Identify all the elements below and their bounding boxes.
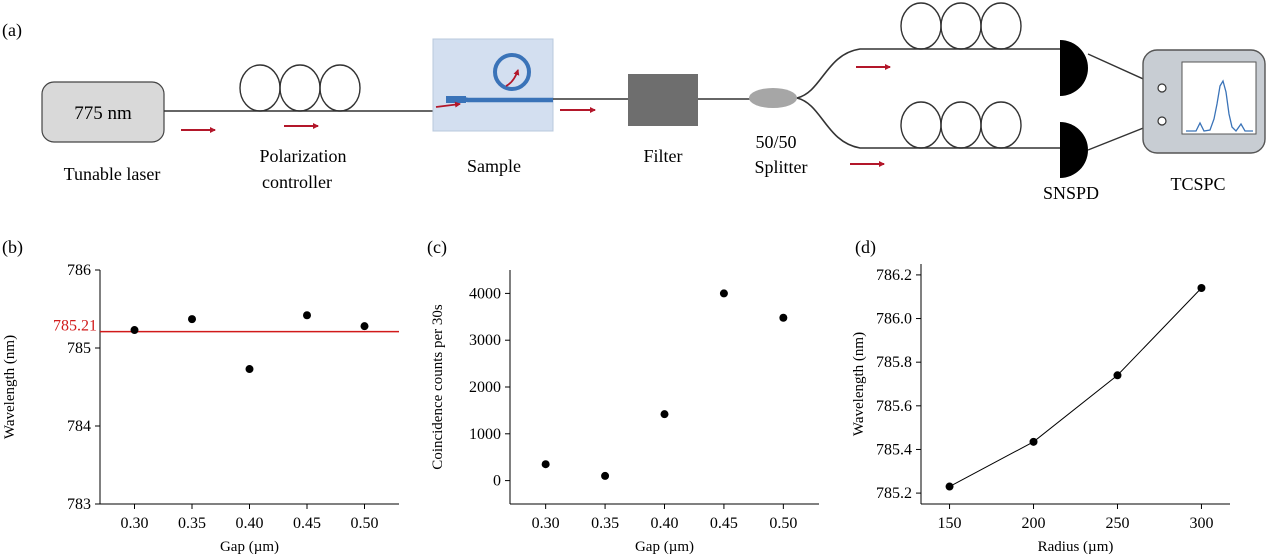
label-splitter: Splitter xyxy=(755,157,808,177)
x-tick-label: 0.50 xyxy=(769,515,797,532)
data-point xyxy=(360,322,369,331)
y-tick-label: 785.2 xyxy=(876,485,912,502)
y-tick-label: 785.6 xyxy=(876,398,912,415)
splitter-icon xyxy=(749,88,797,108)
x-tick-label: 0.35 xyxy=(591,515,619,532)
y-tick-label: 1000 xyxy=(469,426,501,443)
x-tick-label: 300 xyxy=(1189,515,1213,532)
x-tick-label: 0.50 xyxy=(351,515,379,532)
y-tick-label: 2000 xyxy=(469,379,501,396)
x-tick-label: 0.30 xyxy=(121,515,149,532)
fiber-lower-arm xyxy=(796,97,1060,149)
data-point xyxy=(1113,371,1122,380)
label-tunable-laser: Tunable laser xyxy=(64,164,161,184)
y-tick-label: 4000 xyxy=(469,285,501,302)
y-axis-label: Coincidence counts per 30s xyxy=(430,304,446,470)
label-controller: controller xyxy=(262,172,332,192)
x-tick-label: 0.40 xyxy=(651,515,679,532)
setup-diagram: (a) 775 nm xyxy=(2,2,1266,203)
tcspc-trace xyxy=(1186,79,1253,133)
snspd-detector-lower xyxy=(1060,122,1088,178)
fiber-upper-arm xyxy=(796,48,1060,99)
x-tick-label: 0.45 xyxy=(710,515,738,532)
data-point xyxy=(945,482,954,491)
y-tick-label: 786.0 xyxy=(876,311,912,328)
y-tick-label: 786 xyxy=(67,262,91,279)
panel-label: (b) xyxy=(2,237,23,258)
coupler-taper xyxy=(446,96,466,103)
reference-line-label: 785.21 xyxy=(53,318,97,335)
x-tick-label: 0.30 xyxy=(532,515,560,532)
series-line xyxy=(949,287,1202,487)
input-arrow xyxy=(435,101,461,108)
y-tick-label: 3000 xyxy=(469,332,501,349)
tcspc-port-lower xyxy=(1157,116,1167,126)
y-tick-label: 785.8 xyxy=(876,354,912,371)
y-tick-label: 785.4 xyxy=(876,441,912,458)
data-point xyxy=(779,313,788,322)
snspd-detector-upper xyxy=(1060,40,1088,96)
data-point xyxy=(245,365,254,374)
x-axis-label: Gap (µm) xyxy=(635,539,694,555)
label-sample: Sample xyxy=(467,156,521,176)
laser-box xyxy=(41,81,165,143)
data-point xyxy=(541,460,550,469)
y-axis-label: Wavelength (nm) xyxy=(2,335,18,439)
data-point xyxy=(660,410,669,419)
laser-wavelength-label: 775 nm xyxy=(74,103,132,124)
data-point xyxy=(188,315,196,324)
x-tick-label: 150 xyxy=(938,515,962,532)
label-snspd: SNSPD xyxy=(1043,183,1099,203)
x-tick-label: 0.35 xyxy=(178,515,206,532)
x-tick-label: 200 xyxy=(1022,515,1046,532)
y-tick-label: 0 xyxy=(493,473,501,490)
panel-label-a: (a) xyxy=(2,20,22,41)
label-50-50: 50/50 xyxy=(755,132,796,152)
tcspc-port-upper xyxy=(1157,83,1167,93)
y-tick-label: 785 xyxy=(67,340,91,357)
chart-panel-2: (c) 0.30 0.35 0.40 0.45 0.50 0 1000 2000 3000 4000… xyxy=(427,237,819,555)
microring-resonator xyxy=(493,53,531,91)
panel-label: (d) xyxy=(855,237,876,258)
data-point xyxy=(719,289,728,298)
label-tcspc: TCSPC xyxy=(1170,174,1225,194)
data-point xyxy=(130,326,139,335)
panel-label: (c) xyxy=(427,237,447,258)
x-tick-label: 0.40 xyxy=(236,515,264,532)
delay-loops-lower xyxy=(900,101,1022,149)
data-point xyxy=(1197,284,1206,292)
delay-loops-upper xyxy=(900,2,1022,50)
propagation-arrows xyxy=(181,64,891,167)
y-axis-label: Wavelength (nm) xyxy=(851,332,867,436)
x-axis-label: Gap (µm) xyxy=(220,539,279,555)
chart-panel-3: (d) 150 200 250 300 785.2 785.4 785.6 785.8 786.0… xyxy=(851,237,1230,555)
label-polarization: Polarization xyxy=(260,146,347,166)
ring-arrow xyxy=(505,69,520,87)
x-tick-label: 0.45 xyxy=(293,515,321,532)
polarization-controller-loops xyxy=(239,64,361,112)
y-tick-label: 783 xyxy=(67,496,91,513)
data-point xyxy=(601,471,610,480)
data-point xyxy=(1029,437,1038,446)
data-point xyxy=(303,311,311,320)
x-axis-label: Radius (µm) xyxy=(1038,539,1114,555)
y-tick-label: 786.2 xyxy=(876,267,912,284)
sample-chip xyxy=(432,38,554,132)
x-tick-label: 250 xyxy=(1105,515,1129,532)
label-filter: Filter xyxy=(644,146,683,166)
filter-box xyxy=(628,74,698,126)
y-tick-label: 784 xyxy=(67,418,91,435)
tcspc-screen xyxy=(1181,61,1257,135)
